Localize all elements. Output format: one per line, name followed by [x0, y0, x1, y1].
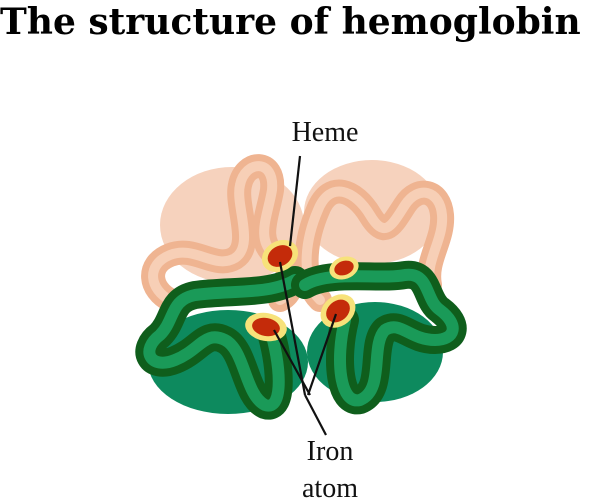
diagram-title: The structure of hemoglobin	[0, 1, 581, 43]
beta-subunit-right	[291, 260, 467, 415]
pointer-lines	[273, 155, 338, 436]
iron-atom-label-line2: atom	[302, 473, 358, 504]
iron-atom-label-line1: Iron	[306, 436, 354, 467]
iron-pointer-line-1	[278, 261, 307, 396]
iron-pointer-line-main	[304, 394, 327, 436]
heme-label: Heme	[291, 117, 359, 148]
heme-pointer-line	[288, 155, 302, 247]
heme-group-bottom-left	[245, 312, 287, 342]
heme-group-top-left	[261, 239, 299, 273]
iron-pointer-line-3	[306, 313, 338, 396]
iron-pointer-line-2	[273, 329, 311, 396]
heme-group-bottom-right	[320, 294, 356, 328]
alpha-subunit-right	[294, 160, 455, 312]
heme-group-top-right	[329, 256, 359, 280]
